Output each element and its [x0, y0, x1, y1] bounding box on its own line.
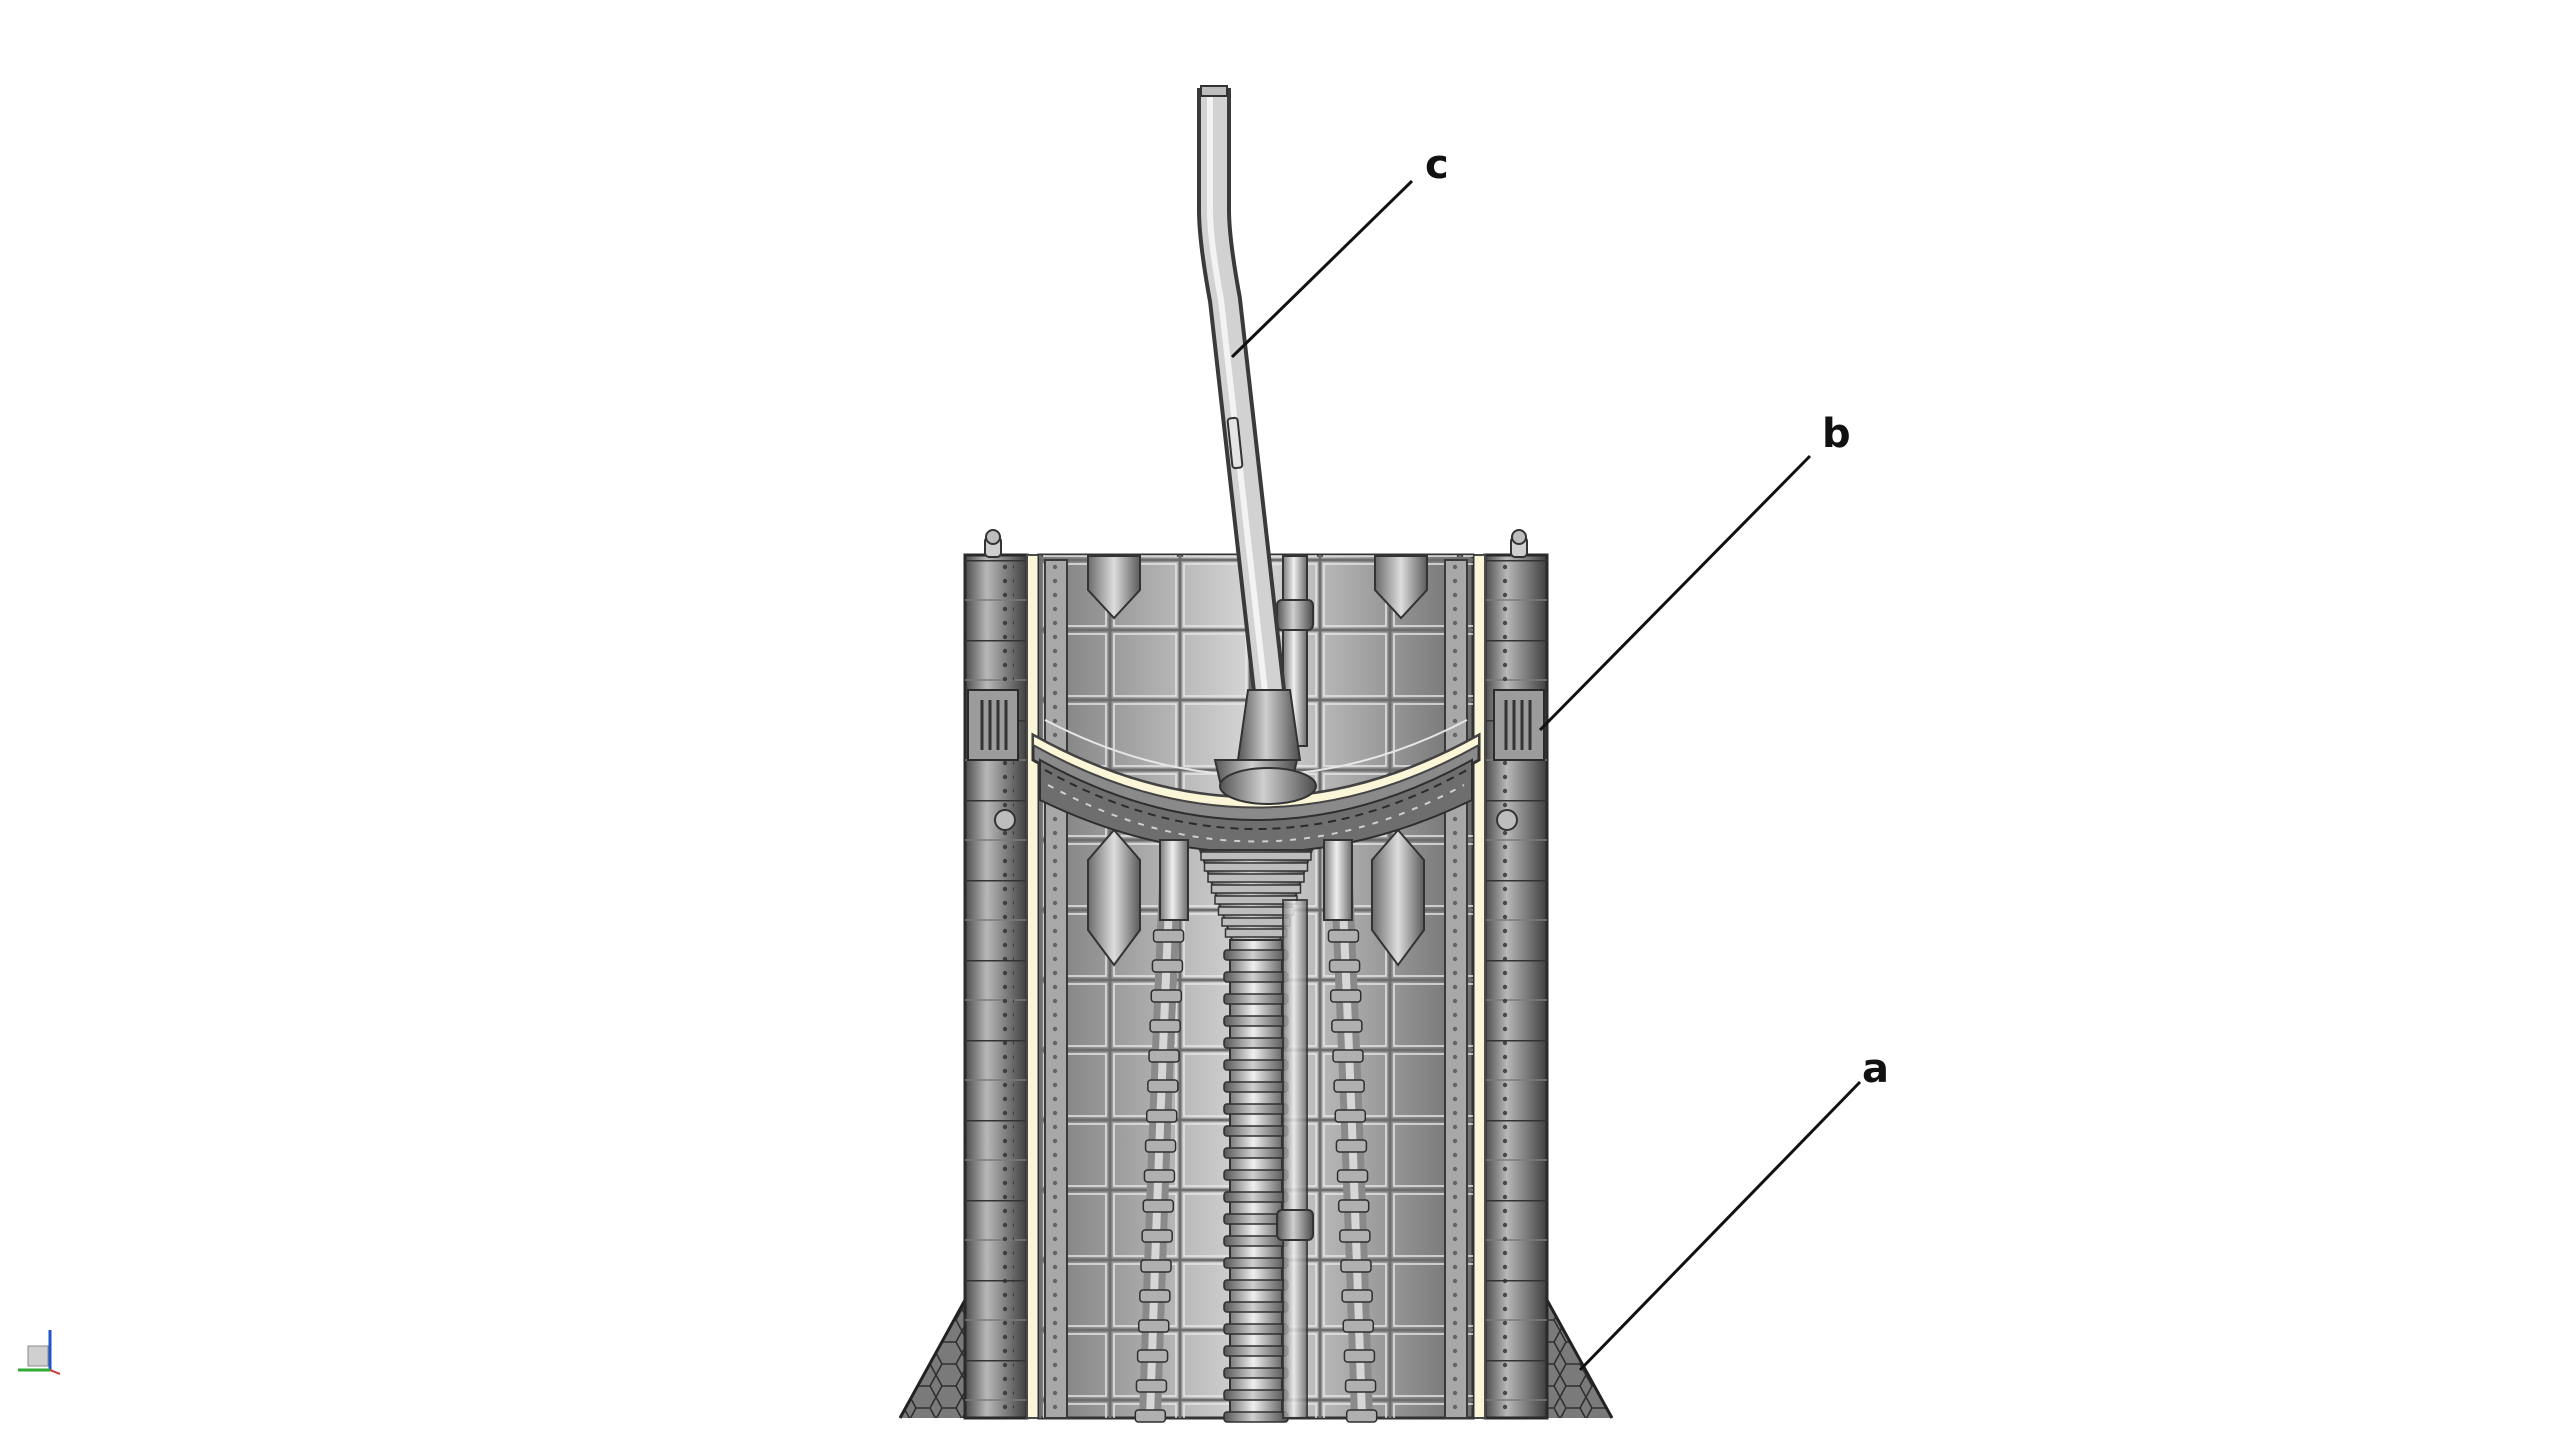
- pipe-ring: [1223, 1147, 1289, 1159]
- tube-ring-right: [1336, 1169, 1369, 1183]
- cone-ring: [1200, 851, 1312, 861]
- pipe-ring: [1223, 1059, 1289, 1071]
- tube-ring-left: [1139, 1289, 1171, 1303]
- tube-ring-right: [1335, 1139, 1368, 1153]
- pipe-ring: [1223, 1367, 1289, 1379]
- pipe-ring: [1223, 1169, 1289, 1181]
- tube-ring-right: [1339, 1229, 1371, 1243]
- tube-ring-left: [1142, 1199, 1175, 1213]
- tube-ring-left: [1149, 1019, 1181, 1033]
- tube-ring-right: [1337, 1199, 1370, 1213]
- leader-line-b: [1538, 454, 1812, 732]
- callout-label-a: a: [1862, 1046, 1889, 1092]
- tube-ring-left: [1151, 959, 1184, 973]
- tube-ring-left: [1135, 1379, 1168, 1393]
- pipe-ring: [1223, 1081, 1289, 1093]
- left-outer-column: [963, 529, 1029, 1420]
- tube-ring-left: [1141, 1229, 1173, 1243]
- pipe-ring: [1223, 993, 1289, 1005]
- callout-leaders: [1230, 179, 1862, 1372]
- tube-ring-right: [1333, 1079, 1365, 1093]
- tube-ring-left: [1140, 1259, 1172, 1273]
- tube-ring-right: [1345, 1409, 1378, 1423]
- tube-ring-right: [1342, 1319, 1375, 1333]
- tube-ring-right: [1329, 989, 1362, 1003]
- tube-ring-right: [1328, 959, 1361, 973]
- tube-ring-left: [1145, 1109, 1178, 1123]
- right-outer-column: [1483, 529, 1549, 1420]
- pipe-ring: [1223, 971, 1289, 983]
- central-outlet-pipe: [1198, 759, 1314, 1423]
- pipe-ring: [1223, 1103, 1289, 1115]
- axis-triad-icon: [18, 1330, 61, 1375]
- tube-ring-left: [1137, 1319, 1170, 1333]
- pipe-ring: [1223, 1257, 1289, 1269]
- tube-ring-right: [1334, 1109, 1367, 1123]
- tube-ring-left: [1148, 1049, 1180, 1063]
- pipe-ring: [1223, 1411, 1289, 1423]
- pipe-ring: [1223, 1191, 1289, 1203]
- tube-ring-right: [1331, 1019, 1363, 1033]
- pipe-ring: [1223, 1279, 1289, 1291]
- tube-ring-left: [1147, 1079, 1179, 1093]
- tube-ring-right: [1327, 929, 1360, 943]
- callout-label-c: c: [1425, 142, 1449, 188]
- tube-ring-right: [1343, 1349, 1376, 1363]
- tube-ring-right: [1340, 1259, 1372, 1273]
- outlet-cone-rings: [1200, 851, 1312, 938]
- tube-ring-left: [1150, 989, 1183, 1003]
- tube-ring-left: [1136, 1349, 1169, 1363]
- pipe-ring: [1223, 1389, 1289, 1401]
- central-pipe-rings: [1223, 949, 1289, 1423]
- cone-ring: [1224, 928, 1288, 938]
- cone-ring: [1203, 862, 1309, 872]
- pipe-ring: [1223, 1323, 1289, 1335]
- leader-line-a: [1578, 1080, 1862, 1372]
- pipe-ring: [1223, 1015, 1289, 1027]
- leader-line-c: [1230, 179, 1414, 359]
- cone-ring: [1207, 873, 1305, 883]
- pipe-ring: [1223, 1345, 1289, 1357]
- callout-label-b: b: [1822, 411, 1851, 457]
- tube-ring-right: [1341, 1289, 1373, 1303]
- pipe-ring: [1223, 1125, 1289, 1137]
- tube-ring-left: [1134, 1409, 1167, 1423]
- cone-ring: [1221, 917, 1291, 927]
- side-tube-rings: [1134, 929, 1378, 1423]
- dished-head: [1031, 719, 1481, 854]
- lower-nozzle-cones: [1087, 828, 1425, 967]
- tube-ring-right: [1332, 1049, 1364, 1063]
- tube-ring-left: [1144, 1139, 1177, 1153]
- side-tubes: [1134, 839, 1378, 1423]
- tube-ring-left: [1143, 1169, 1176, 1183]
- pipe-ring: [1223, 1301, 1289, 1313]
- pipe-ring: [1223, 949, 1289, 961]
- tube-ring-left: [1152, 929, 1185, 943]
- cone-ring: [1210, 884, 1302, 894]
- tube-ring-right: [1344, 1379, 1377, 1393]
- lance-pipe: [1197, 85, 1317, 805]
- pipe-ring: [1223, 1037, 1289, 1049]
